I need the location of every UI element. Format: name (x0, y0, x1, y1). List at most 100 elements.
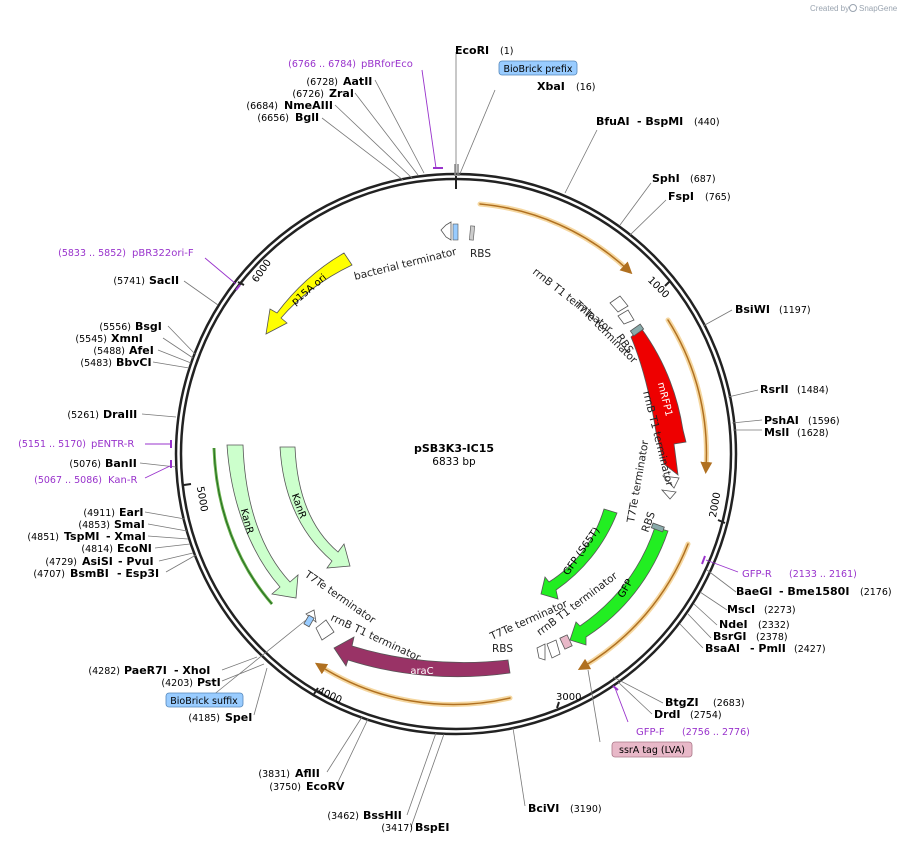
plasmid-name: pSB3K3-IC15 (414, 442, 494, 455)
site-asisi-name2: - PvuI (118, 555, 154, 568)
site-paer7i-name: PaeR7I (124, 664, 167, 677)
primer-marks (170, 167, 706, 691)
site-bcivi-pos: (3190) (570, 804, 602, 815)
site-bgli-pos: (6656) (257, 113, 289, 124)
site-ecorv-name: EcoRV (306, 780, 345, 793)
primer-gfpf-name: GFP-F (636, 727, 665, 738)
site-msli-name: MslI (764, 426, 789, 439)
site-psti-name: PstI (197, 676, 221, 689)
created-by-text: Created by (810, 4, 849, 13)
primer-gfpr-name: GFP-R (742, 569, 772, 580)
site-labels-left: (3417) BspEI (3462) BssHII (3750) EcoRV … (27, 75, 449, 834)
site-bfuai-name2: - BspMI (637, 115, 683, 128)
suffix-leader-line (211, 619, 307, 697)
site-tspmi-name: TspMI (64, 530, 100, 543)
site-zrai-name: ZraI (329, 87, 354, 100)
site-banii-pos: (5076) (69, 459, 101, 470)
primer-labels: (6766 .. 6784) pBRforEco (5833 .. 5852) … (18, 59, 857, 738)
site-btgzi-name: BtgZI (665, 696, 699, 709)
site-pshai-name: PshAI (764, 414, 799, 427)
site-bsmbi-name2: - Esp3I (117, 567, 159, 580)
snapgene-brand-text: SnapGene (859, 4, 898, 13)
rbs-label-bottom: RBS (492, 643, 513, 655)
site-bsgi-name: BsgI (135, 320, 162, 333)
site-asisi-name: AsiSI (82, 555, 113, 568)
site-paer7i-name2: - XhoI (174, 664, 210, 677)
plasmid-length: 6833 bp (432, 456, 476, 468)
site-spei-pos: (4185) (188, 713, 220, 724)
site-bfuai-name: BfuAI (596, 115, 630, 128)
snapgene-logo-icon (849, 4, 857, 12)
site-bsgi-pos: (5556) (99, 322, 131, 333)
biobrick-prefix-box: BioBrick prefix (498, 60, 578, 76)
site-smai-pos: (4853) (78, 520, 110, 531)
primer-pbr322ori-name: pBR322ori-F (132, 248, 194, 259)
site-baegi-pos: (2176) (860, 587, 892, 598)
site-paer7i-pos: (4282) (88, 666, 120, 677)
tick-label-2000: 2000 (708, 491, 723, 518)
primer-gfpf-range: (2756 .. 2776) (682, 727, 750, 738)
site-nmeaiii-pos: (6684) (246, 101, 278, 112)
t7te-label-right: T7Te terminator (571, 298, 640, 367)
ssra-leader-line (587, 669, 601, 743)
site-labels-right: EcoRI (1) XbaI (16) BfuAI - BspMI (440) … (455, 44, 892, 815)
kanr-label-inner: KanR (289, 492, 308, 520)
site-bfuai-pos: (440) (694, 117, 720, 128)
site-econi-name: EcoNI (117, 542, 152, 555)
site-afei-name: AfeI (129, 344, 154, 357)
terminator-shapes-bottom-right (536, 634, 573, 661)
site-spei-name: SpeI (225, 711, 252, 724)
site-baegi-name: BaeGI (736, 585, 772, 598)
site-bspei-name: BspEI (415, 821, 449, 834)
site-sphi-name: SphI (652, 172, 680, 185)
site-xmni-pos: (5545) (75, 334, 107, 345)
site-rsrii-pos: (1484) (797, 385, 829, 396)
site-ndei-pos: (2332) (758, 620, 790, 631)
site-aflii-name: AflII (295, 767, 320, 780)
site-tspmi-pos: (4851) (27, 532, 59, 543)
site-fspi-pos: (765) (705, 192, 731, 203)
site-eari-name: EarI (119, 506, 143, 519)
site-draiii-pos: (5261) (67, 410, 99, 421)
kan-ring-arrow-line (213, 447, 273, 605)
tick-marks (183, 176, 726, 709)
site-bsaai-name: BsaAI (705, 642, 740, 655)
site-xmni-name: XmnI (111, 332, 143, 345)
primer-pbrforeco-name: pBRforEco (361, 59, 413, 70)
bacterial-terminator-label: bacterial terminator (353, 246, 459, 283)
site-eari-pos: (4911) (83, 508, 115, 519)
site-zrai-pos: (6726) (292, 89, 324, 100)
terminator-shapes-bottom-left (303, 609, 335, 641)
site-rsrii-name: RsrII (760, 383, 789, 396)
site-aflii-pos: (3831) (258, 769, 290, 780)
rbs-label-top: RBS (470, 248, 491, 260)
site-bsiwi-name: BsiWI (735, 303, 770, 316)
site-pshai-pos: (1596) (808, 416, 840, 427)
biobrick-prefix-label: BioBrick prefix (504, 64, 573, 75)
site-leader-lines (139, 52, 763, 828)
site-ecorv-pos: (3750) (269, 782, 301, 793)
site-banii-name: BanII (105, 457, 137, 470)
site-bsrgi-name: BsrGI (713, 630, 746, 643)
kanr-feature-inner: KanR (279, 446, 351, 569)
site-drdi-name: DrdI (654, 708, 681, 721)
biobrick-suffix-box: BioBrick suffix (165, 692, 244, 708)
site-btgzi-pos: (2683) (713, 698, 745, 709)
site-baegi-name2: - Bme1580I (779, 585, 849, 598)
primer-pbrforeco-range: (6766 .. 6784) (288, 59, 356, 70)
site-bsmbi-pos: (4707) (33, 569, 65, 580)
terminator-shapes-mid (650, 475, 680, 533)
p15a-ori-feature: p15A ori (265, 252, 353, 335)
site-drdi-pos: (2754) (690, 710, 722, 721)
ssra-tag-label: ssrA tag (LVA) (619, 745, 685, 756)
primer-kanr-name: Kan-R (108, 475, 137, 486)
primer-pentr-name: pENTR-R (91, 439, 134, 450)
top-gray-ticks (454, 164, 459, 176)
site-ecori-pos: (1) (500, 46, 513, 57)
ssra-tag-box: ssrA tag (LVA) (611, 741, 693, 758)
site-sacii-pos: (5741) (113, 276, 145, 287)
site-psti-pos: (4203) (161, 678, 193, 689)
top-small-features (440, 221, 475, 241)
site-sacii-name: SacII (149, 274, 179, 287)
